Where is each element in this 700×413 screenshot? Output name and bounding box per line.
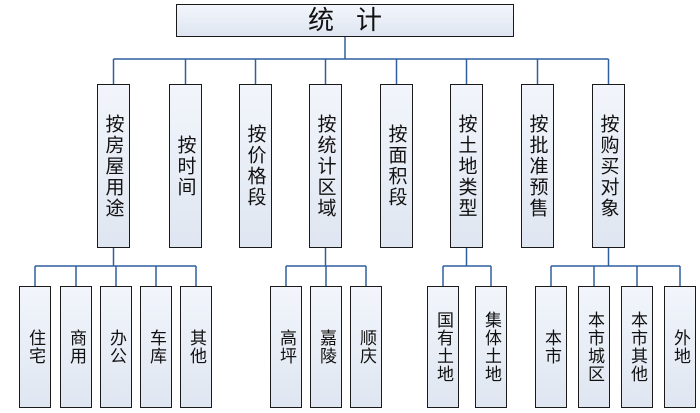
leaf-node: 外地	[664, 286, 696, 408]
leaf-label: 住宅	[25, 329, 45, 365]
leaf-node: 本市城区	[578, 286, 610, 408]
leaf-label: 外地	[670, 329, 690, 365]
leaf-node: 集体土地	[475, 286, 507, 408]
leaf-label: 集体土地	[481, 311, 501, 383]
leaf-node: 本市其他	[621, 286, 653, 408]
category-node-buyer: 按购买对象	[592, 84, 625, 248]
category-label: 按统计区域	[314, 113, 337, 219]
category-label: 按面积段	[385, 124, 408, 208]
leaf-label: 本市城区	[584, 311, 604, 383]
category-node-area: 按面积段	[380, 84, 413, 248]
leaf-node: 商用	[60, 286, 92, 408]
category-label: 按批准预售	[526, 113, 549, 219]
category-node-price: 按价格段	[239, 84, 272, 248]
leaf-node: 顺庆	[350, 286, 382, 408]
leaf-node: 国有土地	[427, 286, 459, 408]
leaf-label: 高坪	[276, 329, 296, 365]
leaf-node: 高坪	[270, 286, 302, 408]
leaf-label: 本市	[541, 329, 561, 365]
leaf-node: 其他	[180, 286, 212, 408]
leaf-label: 本市其他	[627, 311, 647, 383]
category-node-land-type: 按土地类型	[450, 84, 483, 248]
category-node-district: 按统计区域	[309, 84, 342, 248]
category-label: 按时间	[174, 134, 197, 198]
leaf-node: 嘉陵	[310, 286, 342, 408]
root-node: 统计	[176, 4, 514, 37]
category-node-time: 按时间	[169, 84, 202, 248]
category-label: 按价格段	[244, 124, 267, 208]
leaf-label: 其他	[186, 329, 206, 365]
category-node-usage: 按房屋用途	[97, 84, 130, 248]
category-label: 按房屋用途	[102, 113, 125, 219]
leaf-node: 办公	[100, 286, 132, 408]
leaf-node: 车库	[140, 286, 172, 408]
leaf-label: 办公	[106, 329, 126, 365]
leaf-label: 顺庆	[356, 329, 376, 365]
root-label: 统计	[307, 5, 404, 36]
leaf-label: 商用	[66, 329, 86, 365]
category-label: 按土地类型	[455, 113, 478, 219]
leaf-label: 车库	[146, 329, 166, 365]
category-label: 按购买对象	[597, 113, 620, 219]
leaf-node: 本市	[535, 286, 567, 408]
leaf-label: 国有土地	[433, 311, 453, 383]
category-node-presale: 按批准预售	[521, 84, 554, 248]
leaf-node: 住宅	[19, 286, 51, 408]
leaf-label: 嘉陵	[316, 329, 336, 365]
